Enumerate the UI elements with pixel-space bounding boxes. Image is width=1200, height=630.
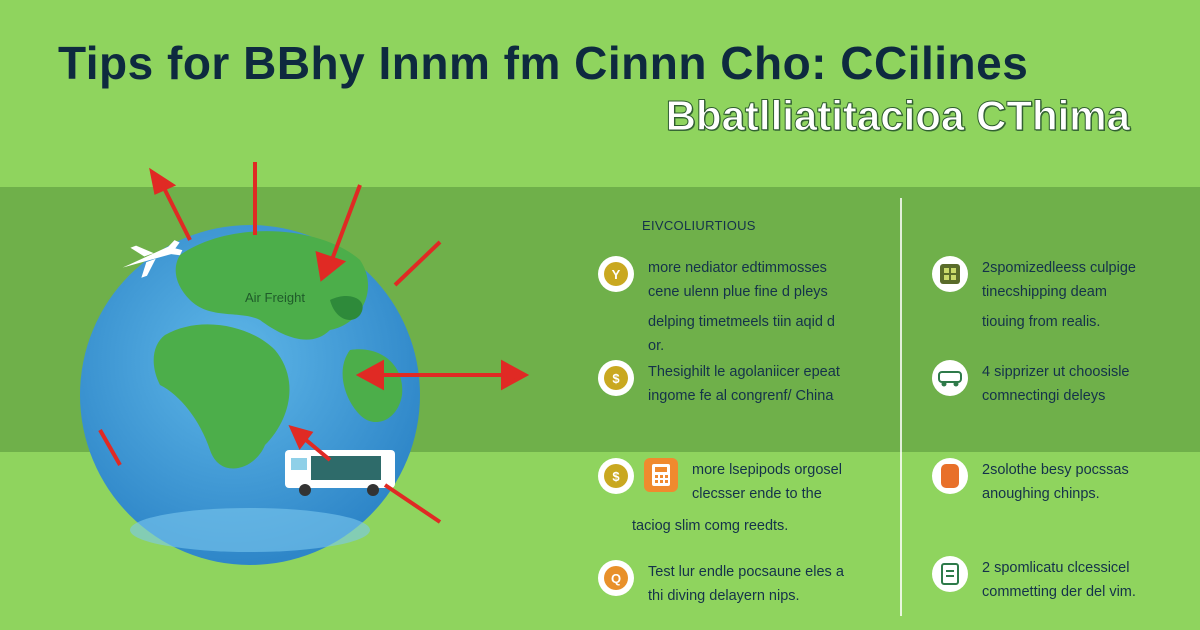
airplane-icon [122,240,183,278]
arrow-5-head-left [355,359,384,391]
shipping-box-icon [932,256,968,292]
left-tip-4-text: Test lur endle pocsaune eles a thi divin… [648,560,878,608]
tip-line: delping timetmeels tiin aqid d [648,314,835,330]
left-tip-4-icon-wrap: Q [598,560,634,596]
left-tip-1-text: more nediator edtimmosses cene ulenn plu… [648,256,878,358]
right-tip-1: 2spomizedleess culpige tinecshipping dea… [932,256,1182,334]
page-title: Tips for BBhy Innm fm Cinnn Cho: CCiline… [58,37,1029,89]
yuan-icon: Y [604,262,628,286]
right-tip-2: 4 sipprizer ut choosisle comnectingi del… [932,360,1182,408]
tip-line: comnectingi deleys [982,388,1106,404]
arrow-8 [383,483,442,524]
tip-line: Test lur endle pocsaune eles a [648,564,844,580]
tip-line: commetting der del vim. [982,584,1136,600]
left-tip-1: Y more nediator edtimmosses cene ulenn p… [598,256,878,358]
tip-line: cene ulenn plue fine d pleys [648,284,828,300]
right-tip-3: 2solothe besy pocssas anoughing chinps. [932,458,1182,506]
arrows-group [98,162,530,524]
right-tip-4-text: 2 spomlicatu clcessicel commetting der d… [982,556,1182,604]
left-tip-2-icon-wrap: $ [598,360,634,396]
arrow-5-head-right [501,359,530,391]
calculator-icon [644,458,678,492]
dollar-icon: $ [604,366,628,390]
continent-marker [330,295,363,320]
section-label: EIVCOLIURTIOUS [642,218,756,233]
left-tip-2: $ Thesighilt le agolaniicer epeat ingome… [598,360,878,408]
dollar-calculator-icon: $ [604,464,628,488]
arrow-3-head [315,251,347,282]
tip-line: thi diving delayern nips. [648,588,800,604]
continent-east [342,349,403,423]
tip-line: 2solothe besy pocssas [982,462,1129,478]
left-tip-4: Q Test lur endle pocsaune eles a thi div… [598,560,878,608]
arrow-6 [98,429,122,466]
arrow-1-head [149,167,177,195]
tip-line: tiouing from realis. [982,314,1101,330]
search-icon: Q [604,566,628,590]
arrow-4 [393,240,442,287]
truck-icon [932,360,968,396]
column-divider [900,198,902,616]
tip-line: 2spomizedleess culpige [982,260,1136,276]
right-tip-2-text: 4 sipprizer ut choosisle comnectingi del… [982,360,1182,408]
tip-line: more nediator edtimmosses [648,260,827,276]
tip-line: anoughing chinps. [982,486,1100,502]
truck-icon [285,450,395,496]
tip-line: clecsser ende to the [692,486,822,502]
page-subtitle: Bbatlliatitacioa CThima [665,92,1130,140]
tip-line: more lsepipods orgosel [692,462,842,478]
right-tip-4: 2 spomlicatu clcessicel commetting der d… [932,556,1182,604]
left-tip-2-text: Thesighilt le agolaniicer epeat ingome f… [648,360,878,408]
tip-line: Thesighilt le agolaniicer epeat [648,364,840,380]
globe-shine [130,508,370,552]
tip-line: taciog slim comg reedts. [632,518,789,534]
tip-line: 4 sipprizer ut choosisle [982,364,1130,380]
globe-illustration: Air Freight [60,150,540,570]
tip-line: or. [648,338,665,354]
left-tip-3-icon-wrap: $ [598,458,634,494]
left-tip-3: $ more lsepipods orgosel clecsser ende t… [598,458,872,538]
right-tip-1-text: 2spomizedleess culpige tinecshipping dea… [982,256,1182,334]
arrow-7-head [288,424,314,450]
globe-svg: Air Freight [80,162,530,565]
phone-icon [932,458,968,494]
tip-line: ingome fe al congrenf/ China [648,388,834,404]
arrow-3 [328,184,362,266]
right-tip-3-text: 2solothe besy pocssas anoughing chinps. [982,458,1182,506]
left-tip-3-text: more lsepipods orgosel clecsser ende to … [632,458,872,538]
tip-line: 2 spomlicatu clcessicel [982,560,1130,576]
continent-south [153,324,290,469]
left-tip-1-icon-wrap: Y [598,256,634,292]
tip-line: tinecshipping deam [982,284,1107,300]
globe-air-freight-label: Air Freight [245,290,305,305]
document-icon [932,556,968,592]
